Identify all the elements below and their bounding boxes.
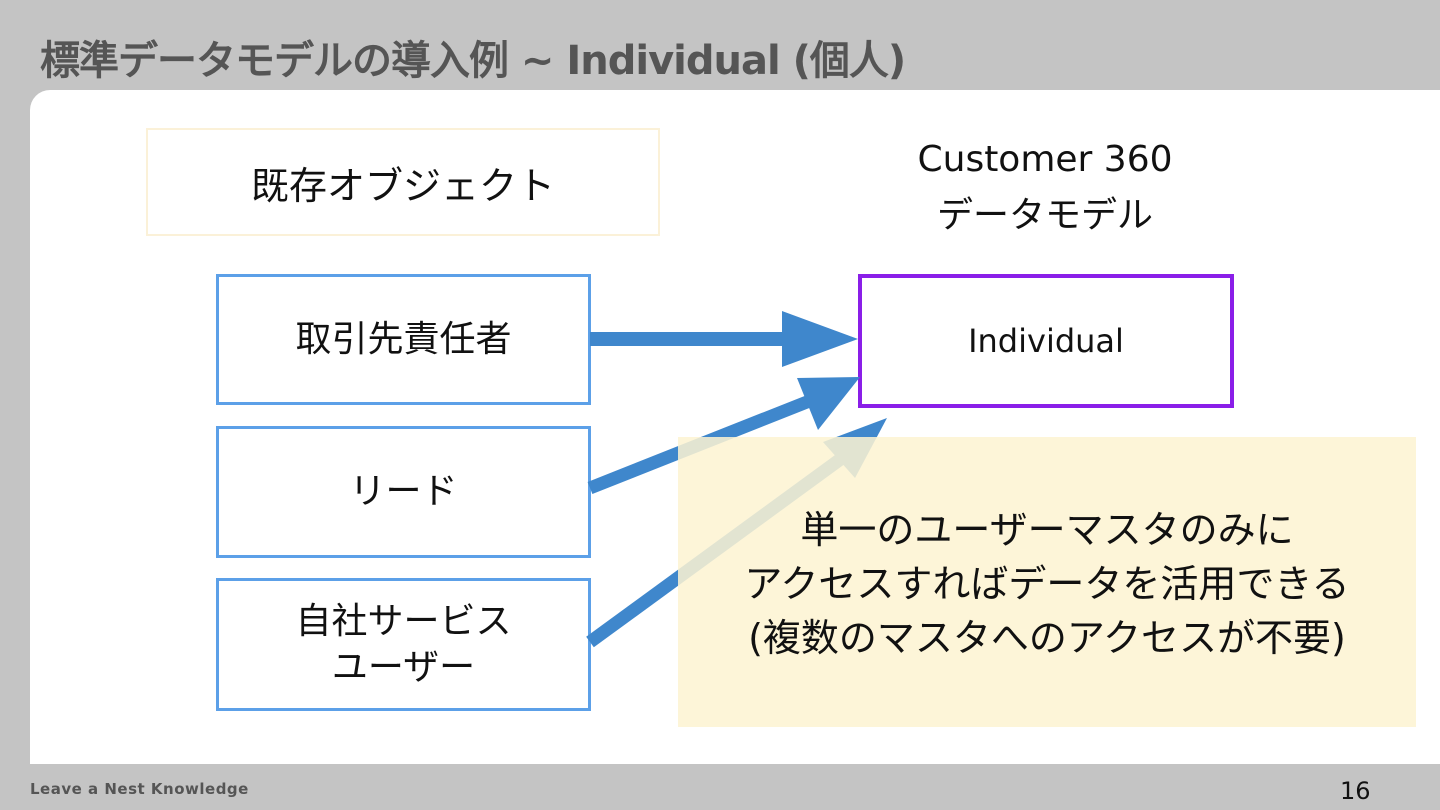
note-text: 単一のユーザーマスタのみに アクセスすればデータを活用できる (複数のマスタへの… bbox=[678, 503, 1416, 665]
source-box-contact: 取引先責任者 bbox=[216, 274, 591, 405]
source-box-lead-label: リード bbox=[349, 471, 458, 512]
target-box-individual: Individual bbox=[858, 274, 1234, 408]
data-model-heading-line-2: データモデル bbox=[936, 195, 1153, 236]
source-box-service-user: 自社サービス ユーザー bbox=[216, 578, 591, 711]
existing-objects-label: 既存オブジェクト bbox=[146, 128, 660, 236]
data-model-heading-line-1: Customer 360 bbox=[917, 139, 1173, 180]
source-box-contact-label: 取引先責任者 bbox=[295, 318, 512, 360]
source-box-lead: リード bbox=[216, 426, 591, 558]
source-box-service-user-label-1: 自社サービス bbox=[295, 600, 512, 642]
note-line-3: (複数のマスタへのアクセスが不要) bbox=[748, 616, 1346, 660]
note-box bbox=[678, 437, 1416, 727]
source-box-service-user-label-2: ユーザー bbox=[331, 646, 476, 688]
note-line-2: アクセスすればデータを活用できる bbox=[744, 562, 1350, 606]
note-line-1: 単一のユーザーマスタのみに bbox=[800, 508, 1294, 552]
footer-brand: Leave a Nest Knowledge bbox=[30, 780, 249, 798]
target-box-individual-label: Individual bbox=[968, 322, 1124, 360]
page-number: 16 bbox=[1340, 777, 1371, 805]
slide-title: 標準データモデルの導入例 ~ Individual (個人) bbox=[40, 38, 906, 84]
data-model-heading: Customer 360 データモデル bbox=[880, 132, 1210, 244]
existing-objects-text: 既存オブジェクト bbox=[250, 163, 555, 208]
